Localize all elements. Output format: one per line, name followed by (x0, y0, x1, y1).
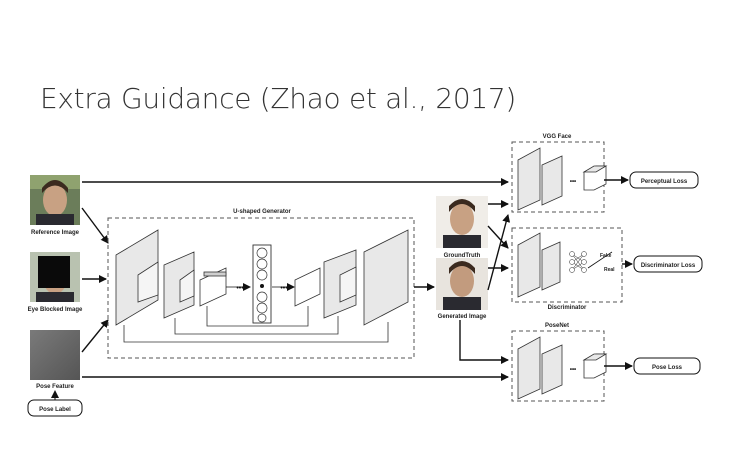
generator-encoder-blocks (116, 230, 226, 325)
pose-feature-map (30, 330, 80, 380)
posenet-label: PoseNet (545, 323, 569, 329)
discriminator-layers (518, 233, 560, 297)
pose-label-text: Pose Label (39, 407, 71, 413)
perceptual-loss-label: Perceptual Loss (641, 179, 688, 185)
discriminator-loss-label: Discriminator Loss (641, 263, 696, 269)
generator-decoder-blocks (295, 230, 408, 325)
generated-to-posenet-arrow (460, 320, 508, 360)
real-label: Real (604, 267, 615, 273)
truth-to-discriminator-arrow (488, 226, 508, 248)
skip-connection-outer (124, 322, 388, 342)
generated-image (436, 258, 488, 310)
discriminator-label: Discriminator (548, 305, 587, 311)
pose-to-generator-arrow (82, 320, 108, 352)
ellipsis-left: ••• (236, 285, 244, 292)
vgg-face-layers (518, 148, 606, 210)
vgg-ellipsis: ••• (570, 179, 576, 185)
vgg-face-label: VGG Face (543, 134, 572, 140)
ground-truth-image (436, 196, 488, 248)
fake-label: Fake (600, 253, 612, 259)
pose-feature-label: Pose Feature (36, 384, 74, 390)
generated-image-label: Generated Image (438, 314, 487, 320)
generated-to-vgg-arrow (488, 215, 508, 290)
posenet-ellipsis: ••• (570, 367, 576, 373)
reference-image (30, 175, 80, 225)
pose-loss-label: Pose Loss (652, 365, 683, 371)
reference-to-generator-arrow (82, 208, 108, 243)
discriminator-fc-network (570, 252, 587, 273)
bottleneck-layer (253, 245, 271, 323)
reference-image-label: Reference Image (31, 230, 80, 236)
posenet-layers (518, 337, 606, 399)
eye-blocked-image (30, 252, 80, 302)
generator-label: U-shaped Generator (233, 209, 291, 215)
eye-blocked-image-label: Eye Blocked Image (28, 307, 83, 313)
ellipsis-right: ••• (280, 285, 288, 292)
